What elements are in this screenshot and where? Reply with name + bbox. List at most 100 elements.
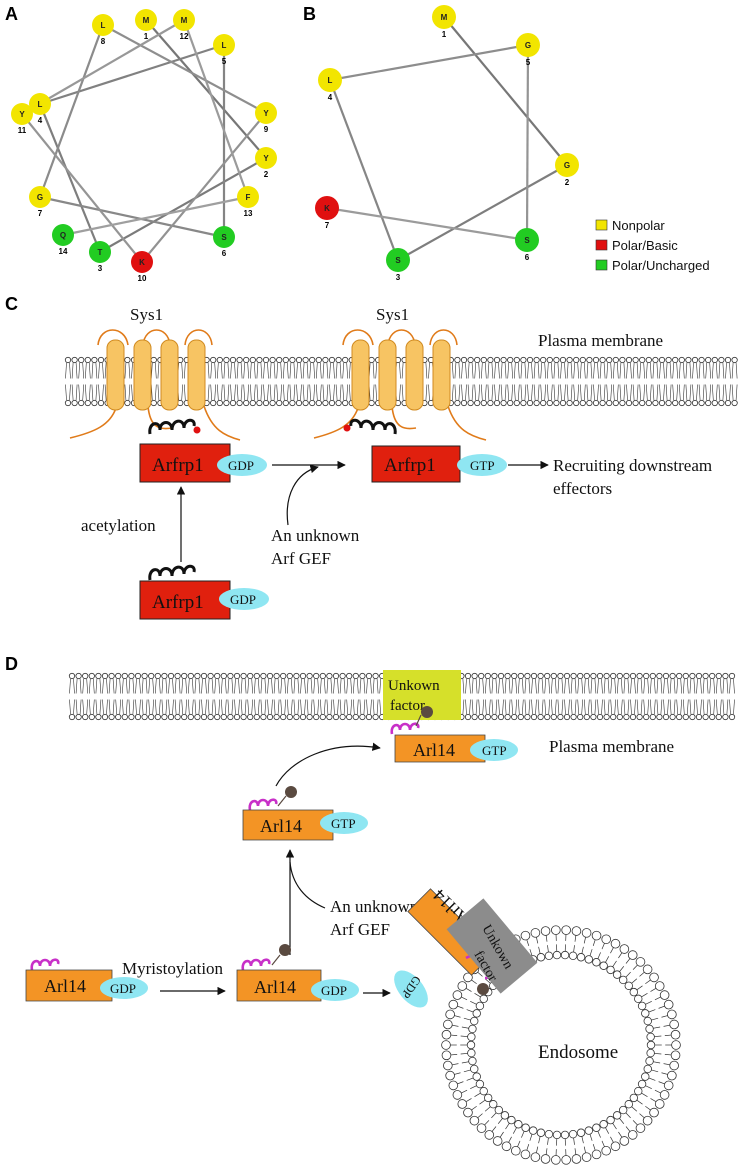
wheel-b-residue-letter: S: [395, 256, 401, 265]
wheel-a-link-2: [99, 157, 267, 253]
arl14-gdp-center: [236, 944, 359, 1002]
arrow-gef-c: [286, 464, 319, 526]
wheel-a-residue-letter: L: [101, 21, 106, 30]
wheel-b-link-3: [328, 79, 400, 261]
recruit-label-line2: effectors: [553, 479, 612, 498]
unknown-factor-endosome: [446, 898, 538, 994]
wheel-a-residue-letter: Y: [263, 154, 269, 163]
wheel-a-residue-9: Y9: [255, 102, 277, 134]
wheel-b-residue-number: 6: [525, 253, 530, 262]
wheel-a-link-9: [141, 112, 267, 263]
wheel-b-residue-letter: G: [525, 41, 531, 50]
arfrp1-label-3: Arfrp1: [152, 592, 204, 613]
panel-label-d: D: [5, 654, 18, 674]
wheel-b-residue-number: 4: [328, 93, 333, 102]
wheel-b-residue-2: G2: [555, 153, 579, 187]
wheel-b-link-1: [443, 16, 568, 166]
wheel-a-residue-letter: M: [181, 16, 188, 25]
wheel-a-residue-number: 2: [264, 170, 269, 179]
arfrp1-gtp-membrane: [343, 418, 507, 483]
arl14-label-mid: Arl14: [260, 816, 302, 836]
wheel-a-residue-letter: Y: [19, 110, 25, 119]
wheel-a-residue-13: F 13: [237, 186, 259, 218]
wheel-a-residue-8: L8: [92, 14, 114, 46]
gdp-label-c1: GDP: [228, 458, 254, 473]
arfrp1-label-2: Arfrp1: [384, 455, 436, 476]
arl14-label-left: Arl14: [44, 976, 86, 996]
wheel-a-residue-number: 13: [244, 209, 253, 218]
recruit-label-line1: Recruiting downstream: [553, 456, 712, 475]
wheel-a-residue-letter: F: [246, 193, 251, 202]
wheel-a-residue-letter: M: [143, 16, 150, 25]
wheel-a-residue-letter: Y: [263, 109, 269, 118]
legend-label-uncharged: Polar/Uncharged: [612, 258, 710, 273]
wheel-b-residue-letter: M: [441, 13, 448, 22]
plasma-membrane-d: [68, 672, 736, 721]
wheel-a-residue-letter: Q: [60, 231, 66, 240]
myristoylation-label: Myristoylation: [122, 959, 224, 978]
unknown-factor-1-line1: Unkown: [388, 678, 440, 694]
wheel-b-residue-6: S6: [515, 228, 539, 262]
wheel-a-link-1: [145, 19, 267, 159]
arfrp1-gdp-membrane: [139, 418, 267, 483]
wheel-a-residue-number: 10: [138, 274, 147, 283]
sys1-left-label: Sys1: [130, 305, 163, 324]
endosome-label: Endosome: [538, 1042, 618, 1063]
wheel-b-residue-number: 2: [565, 178, 570, 187]
wheel-a-residue-11: Y 11: [11, 103, 33, 135]
gtp-label-d-top: GTP: [482, 743, 507, 758]
wheel-a-residue-letter: L: [38, 100, 43, 109]
gef-label-d-line1: An unknown: [330, 897, 419, 916]
wheel-a-residue-number: 11: [18, 126, 27, 135]
wheel-a-residue-letter: G: [37, 193, 43, 202]
gef-label-c-line2: Arf GEF: [271, 549, 331, 568]
sys1-left: [69, 329, 241, 441]
wheel-a-residue-number: 5: [222, 57, 227, 66]
wheel-b-link-6: [326, 206, 528, 242]
wheel-a-residue-5: L5: [213, 34, 235, 66]
plasma-membrane-label-c: Plasma membrane: [538, 331, 663, 350]
arfrp1-gdp-cytosol: [139, 564, 269, 620]
wheel-a-residue-number: 3: [98, 264, 103, 273]
wheel-b-residue-3: S3: [386, 248, 410, 282]
wheel-a-link-12: [182, 19, 250, 198]
wheel-a-residue-number: 4: [38, 116, 43, 125]
gdp-label-d-center: GDP: [321, 983, 347, 998]
wheel-a-residue-10: K10: [131, 251, 153, 283]
wheel-b-residue-number: 1: [442, 30, 447, 39]
wheel-a-residue-6: S6: [213, 226, 235, 258]
legend-label-nonpolar: Nonpolar: [612, 218, 665, 233]
wheel-a-link-10: [21, 113, 143, 263]
legend-swatch-basic: [595, 239, 608, 251]
wheel-a-residue-number: 9: [264, 125, 269, 134]
wheel-a-link-3: [38, 103, 102, 253]
wheel-b-residue-7: K7: [315, 196, 339, 230]
legend-label-basic: Polar/Basic: [612, 238, 678, 253]
arl14-gtp-membrane: [390, 706, 518, 763]
gtp-label-d-mid: GTP: [331, 816, 356, 831]
wheel-b-residue-5: G5: [516, 33, 540, 67]
panel-label-b: B: [303, 4, 316, 24]
wheel-a-residue-1: M1: [135, 9, 157, 41]
unknown-factor-1-line2: factor: [390, 698, 425, 714]
gef-label-c-line1: An unknown: [271, 526, 360, 545]
wheel-b-residue-letter: G: [564, 161, 570, 170]
wheel-a-residue-number: 7: [38, 209, 43, 218]
wheel-b-residue-1: M1: [432, 5, 456, 39]
wheel-b-residue-letter: K: [324, 204, 330, 213]
wheel-a-residue-2: Y2: [255, 147, 277, 179]
wheel-b-residue-number: 7: [325, 221, 330, 230]
arl14-gdp-left: [25, 958, 148, 1002]
legend: Nonpolar Polar/Basic Polar/Uncharged: [595, 218, 710, 273]
wheel-b-residue-letter: L: [328, 76, 333, 85]
arl14-label-top: Arl14: [413, 740, 455, 760]
gef-label-d-line2: Arf GEF: [330, 920, 390, 939]
wheel-b-residue-4: L4: [318, 68, 342, 102]
wheel-a-residue-12: M12: [173, 9, 195, 41]
wheel-a-link-4: [39, 43, 225, 106]
gdp-label-c2: GDP: [230, 592, 256, 607]
wheel-b-residue-number: 5: [526, 58, 531, 67]
sys1-right-label: Sys1: [376, 305, 409, 324]
